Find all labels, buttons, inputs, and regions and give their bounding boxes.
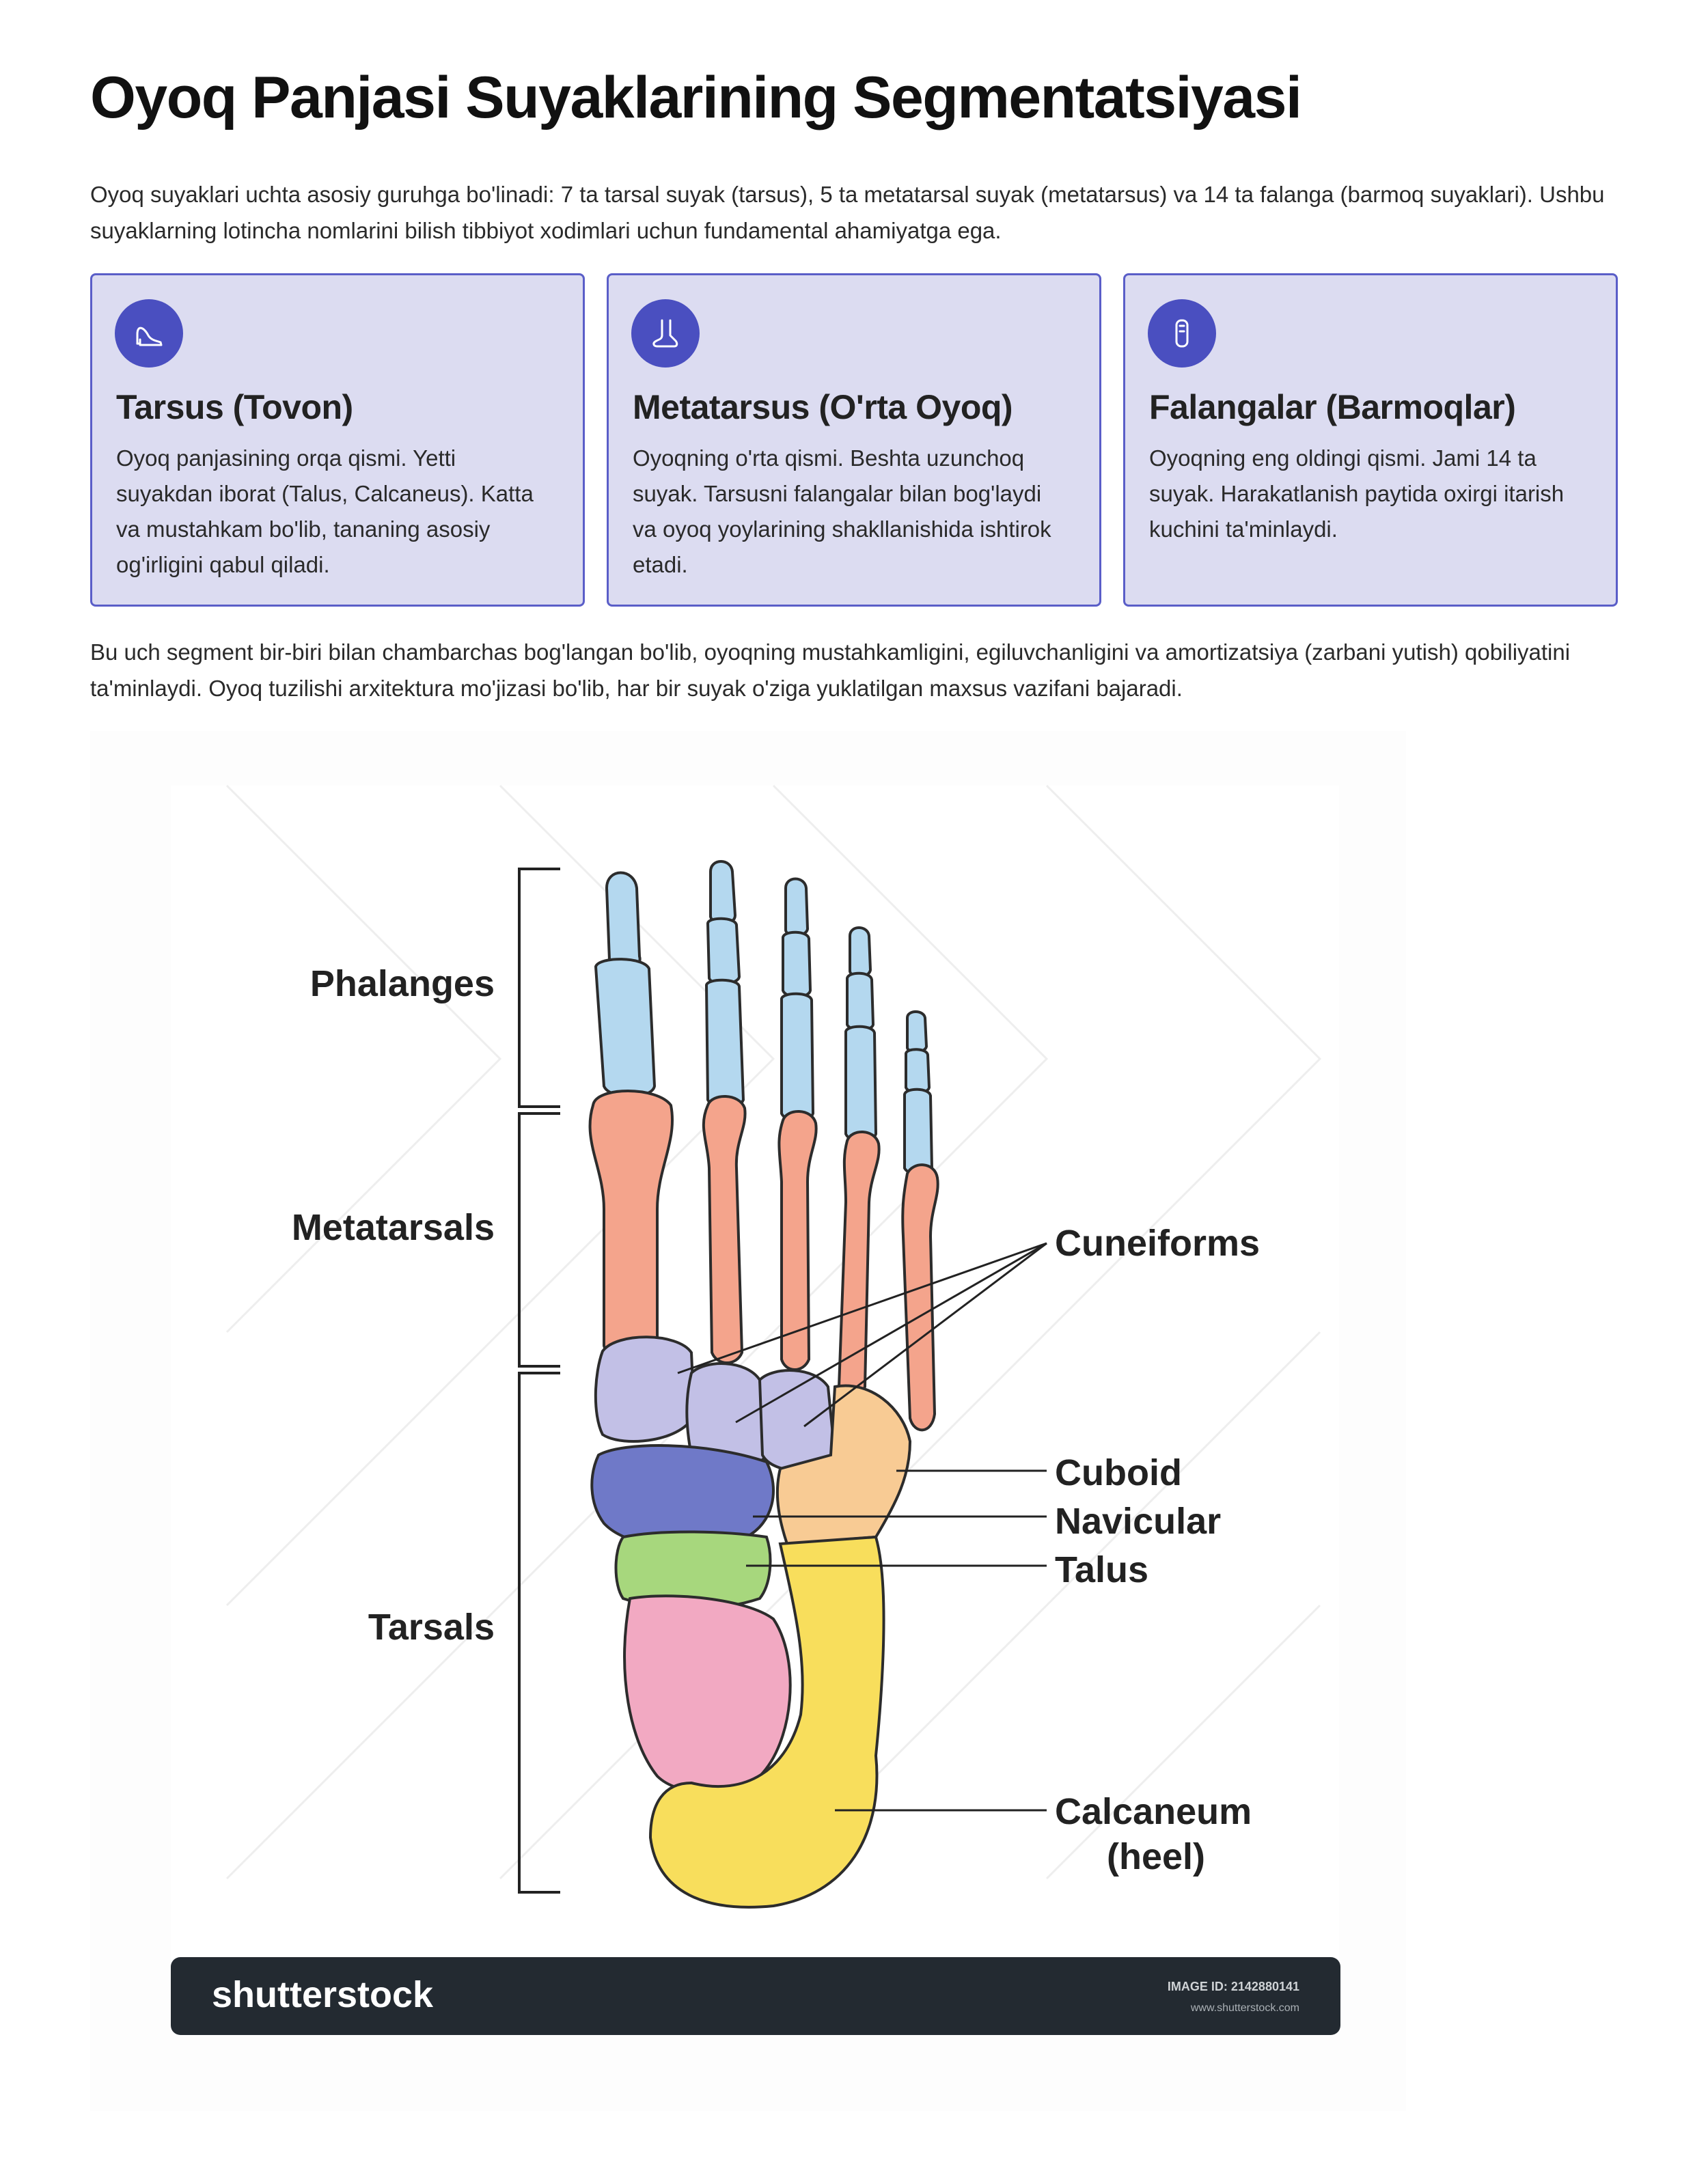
toe-icon xyxy=(1148,299,1216,368)
watermark-image-id: IMAGE ID: 2142880141 xyxy=(1168,1980,1299,1993)
outro-paragraph: Bu uch segment bir-biri bilan chambarcha… xyxy=(90,639,1571,701)
leader-lines xyxy=(677,1242,1047,1812)
page-title: Oyoq Panjasi Suyaklarining Segmentatsiya… xyxy=(90,65,1302,130)
label-cuneiforms: Cuneiforms xyxy=(1055,1223,1260,1264)
talus-bone xyxy=(614,1530,772,1610)
label-talus: Talus xyxy=(1055,1549,1148,1590)
card-text: Oyoqning o'rta qismi. Beshta uzunchoq su… xyxy=(633,445,1051,577)
cuboid-bone xyxy=(775,1384,912,1546)
label-heel: (heel) xyxy=(1107,1836,1205,1877)
foot-icon xyxy=(631,299,700,368)
label-phalanges: Phalanges xyxy=(310,963,495,1004)
card-text: Oyoqning eng oldingi qismi. Jami 14 ta s… xyxy=(1149,445,1565,542)
watermark-bar: shutterstock IMAGE ID: 2142880141 www.sh… xyxy=(171,1957,1340,2035)
card-text: Oyoq panjasining orqa qismi. Yetti suyak… xyxy=(116,445,534,577)
metatarsal-bones xyxy=(588,1090,939,1432)
card-tarsus: Tarsus (Tovon) Oyoq panjasining orqa qis… xyxy=(90,273,585,607)
label-cuboid: Cuboid xyxy=(1055,1452,1182,1493)
card-title: Falangalar (Barmoqlar) xyxy=(1149,388,1516,426)
calcaneus-bone xyxy=(648,1535,885,1909)
high-heel-icon xyxy=(115,299,183,368)
card-phalanges: Falangalar (Barmoqlar) Oyoqning eng oldi… xyxy=(1123,273,1618,607)
label-tarsals: Tarsals xyxy=(368,1607,495,1648)
watermark-site: www.shutterstock.com xyxy=(1190,2002,1299,2014)
card-metatarsus: Metatarsus (O'rta Oyoq) Oyoqning o'rta q… xyxy=(607,273,1101,607)
label-calcaneum: Calcaneum xyxy=(1055,1791,1252,1832)
watermark-brand: shutterstock xyxy=(212,1974,434,2015)
foot-anatomy-image: Phalanges Metatarsals Tarsals Cuneiforms… xyxy=(90,731,1406,2111)
intro-paragraph: Oyoq suyaklari uchta asosiy guruhga bo'l… xyxy=(90,182,1605,243)
segment-cards: Tarsus (Tovon) Oyoq panjasining orqa qis… xyxy=(90,273,1618,609)
card-title: Tarsus (Tovon) xyxy=(116,388,353,426)
talus-body-bone xyxy=(623,1594,792,1793)
card-title: Metatarsus (O'rta Oyoq) xyxy=(633,388,1013,426)
cuneiform-bones xyxy=(594,1335,837,1472)
label-metatarsals: Metatarsals xyxy=(292,1207,495,1248)
segment-brackets xyxy=(518,868,560,1894)
label-navicular: Navicular xyxy=(1055,1501,1221,1542)
